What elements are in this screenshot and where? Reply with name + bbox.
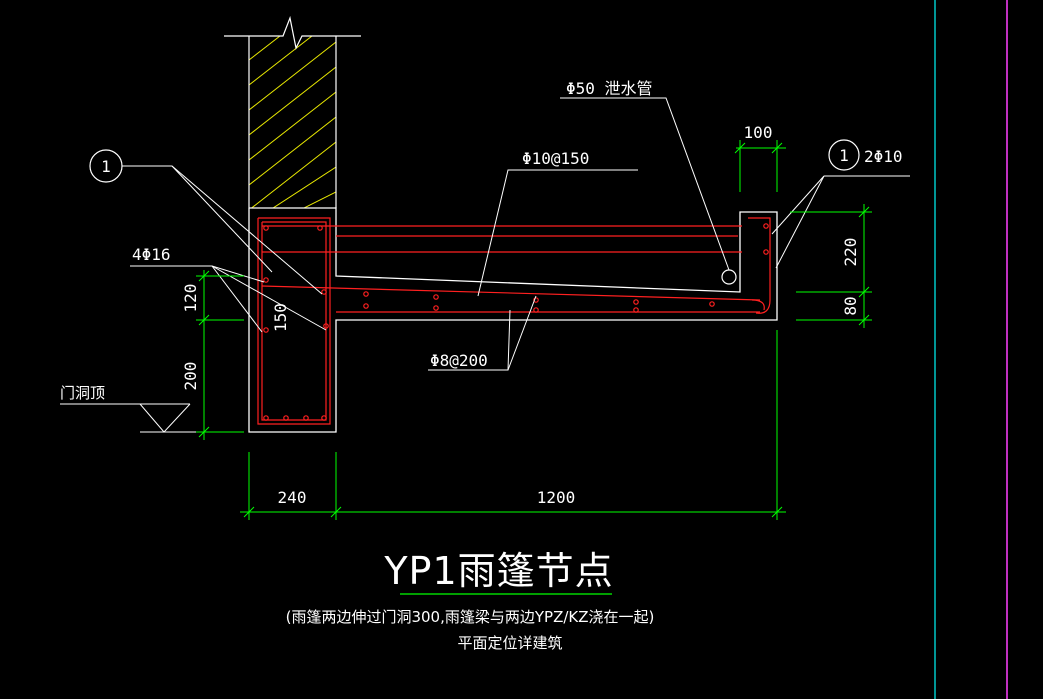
dim-80: 80 — [841, 296, 860, 315]
top-bar-label: Φ10@150 — [522, 149, 589, 168]
rebar-group — [257, 217, 771, 425]
detail-bubble-left — [89, 149, 123, 183]
wall-hatch-group — [224, 15, 361, 208]
dimension-lines — [196, 140, 872, 520]
slant-dim-label: 150 — [271, 303, 290, 332]
detail-bubble-left-label: 1 — [101, 157, 111, 176]
dim-120: 120 — [181, 284, 200, 313]
detail-bubble-right-label: 1 — [839, 146, 849, 165]
rebar-dots — [263, 223, 769, 421]
leader-lines — [122, 97, 910, 371]
dim-220: 220 — [841, 238, 860, 267]
dim-1200: 1200 — [537, 488, 576, 507]
dim-240: 240 — [278, 488, 307, 507]
door-top-marker: 门洞顶 — [60, 384, 210, 433]
beam-stirrup — [257, 217, 331, 425]
wall-outline — [224, 15, 361, 208]
door-top-label: 门洞顶 — [60, 384, 105, 402]
dim-100: 100 — [744, 123, 773, 142]
beam-bars-label: 4Φ16 — [132, 245, 171, 264]
dim-200: 200 — [181, 362, 200, 391]
drawing-title: YP1雨篷节点 — [383, 549, 613, 593]
slab-bottom-bar — [261, 285, 761, 301]
concrete-outline — [248, 207, 778, 433]
edge-hook — [748, 217, 771, 314]
bottom-bar-label: Φ8@200 — [430, 351, 488, 370]
edge-bars-label: 2Φ10 — [864, 147, 903, 166]
drain-pipe-label: Φ50 泄水管 — [566, 79, 653, 98]
drain-pipe-circle — [721, 269, 737, 285]
drawing-note-line1: (雨篷两边伸过门洞300,雨篷梁与两边YPZ/KZ浇在一起) — [286, 608, 655, 626]
drawing-note-line2: 平面定位详建筑 — [457, 634, 562, 652]
detail-bubble-right — [828, 139, 860, 171]
